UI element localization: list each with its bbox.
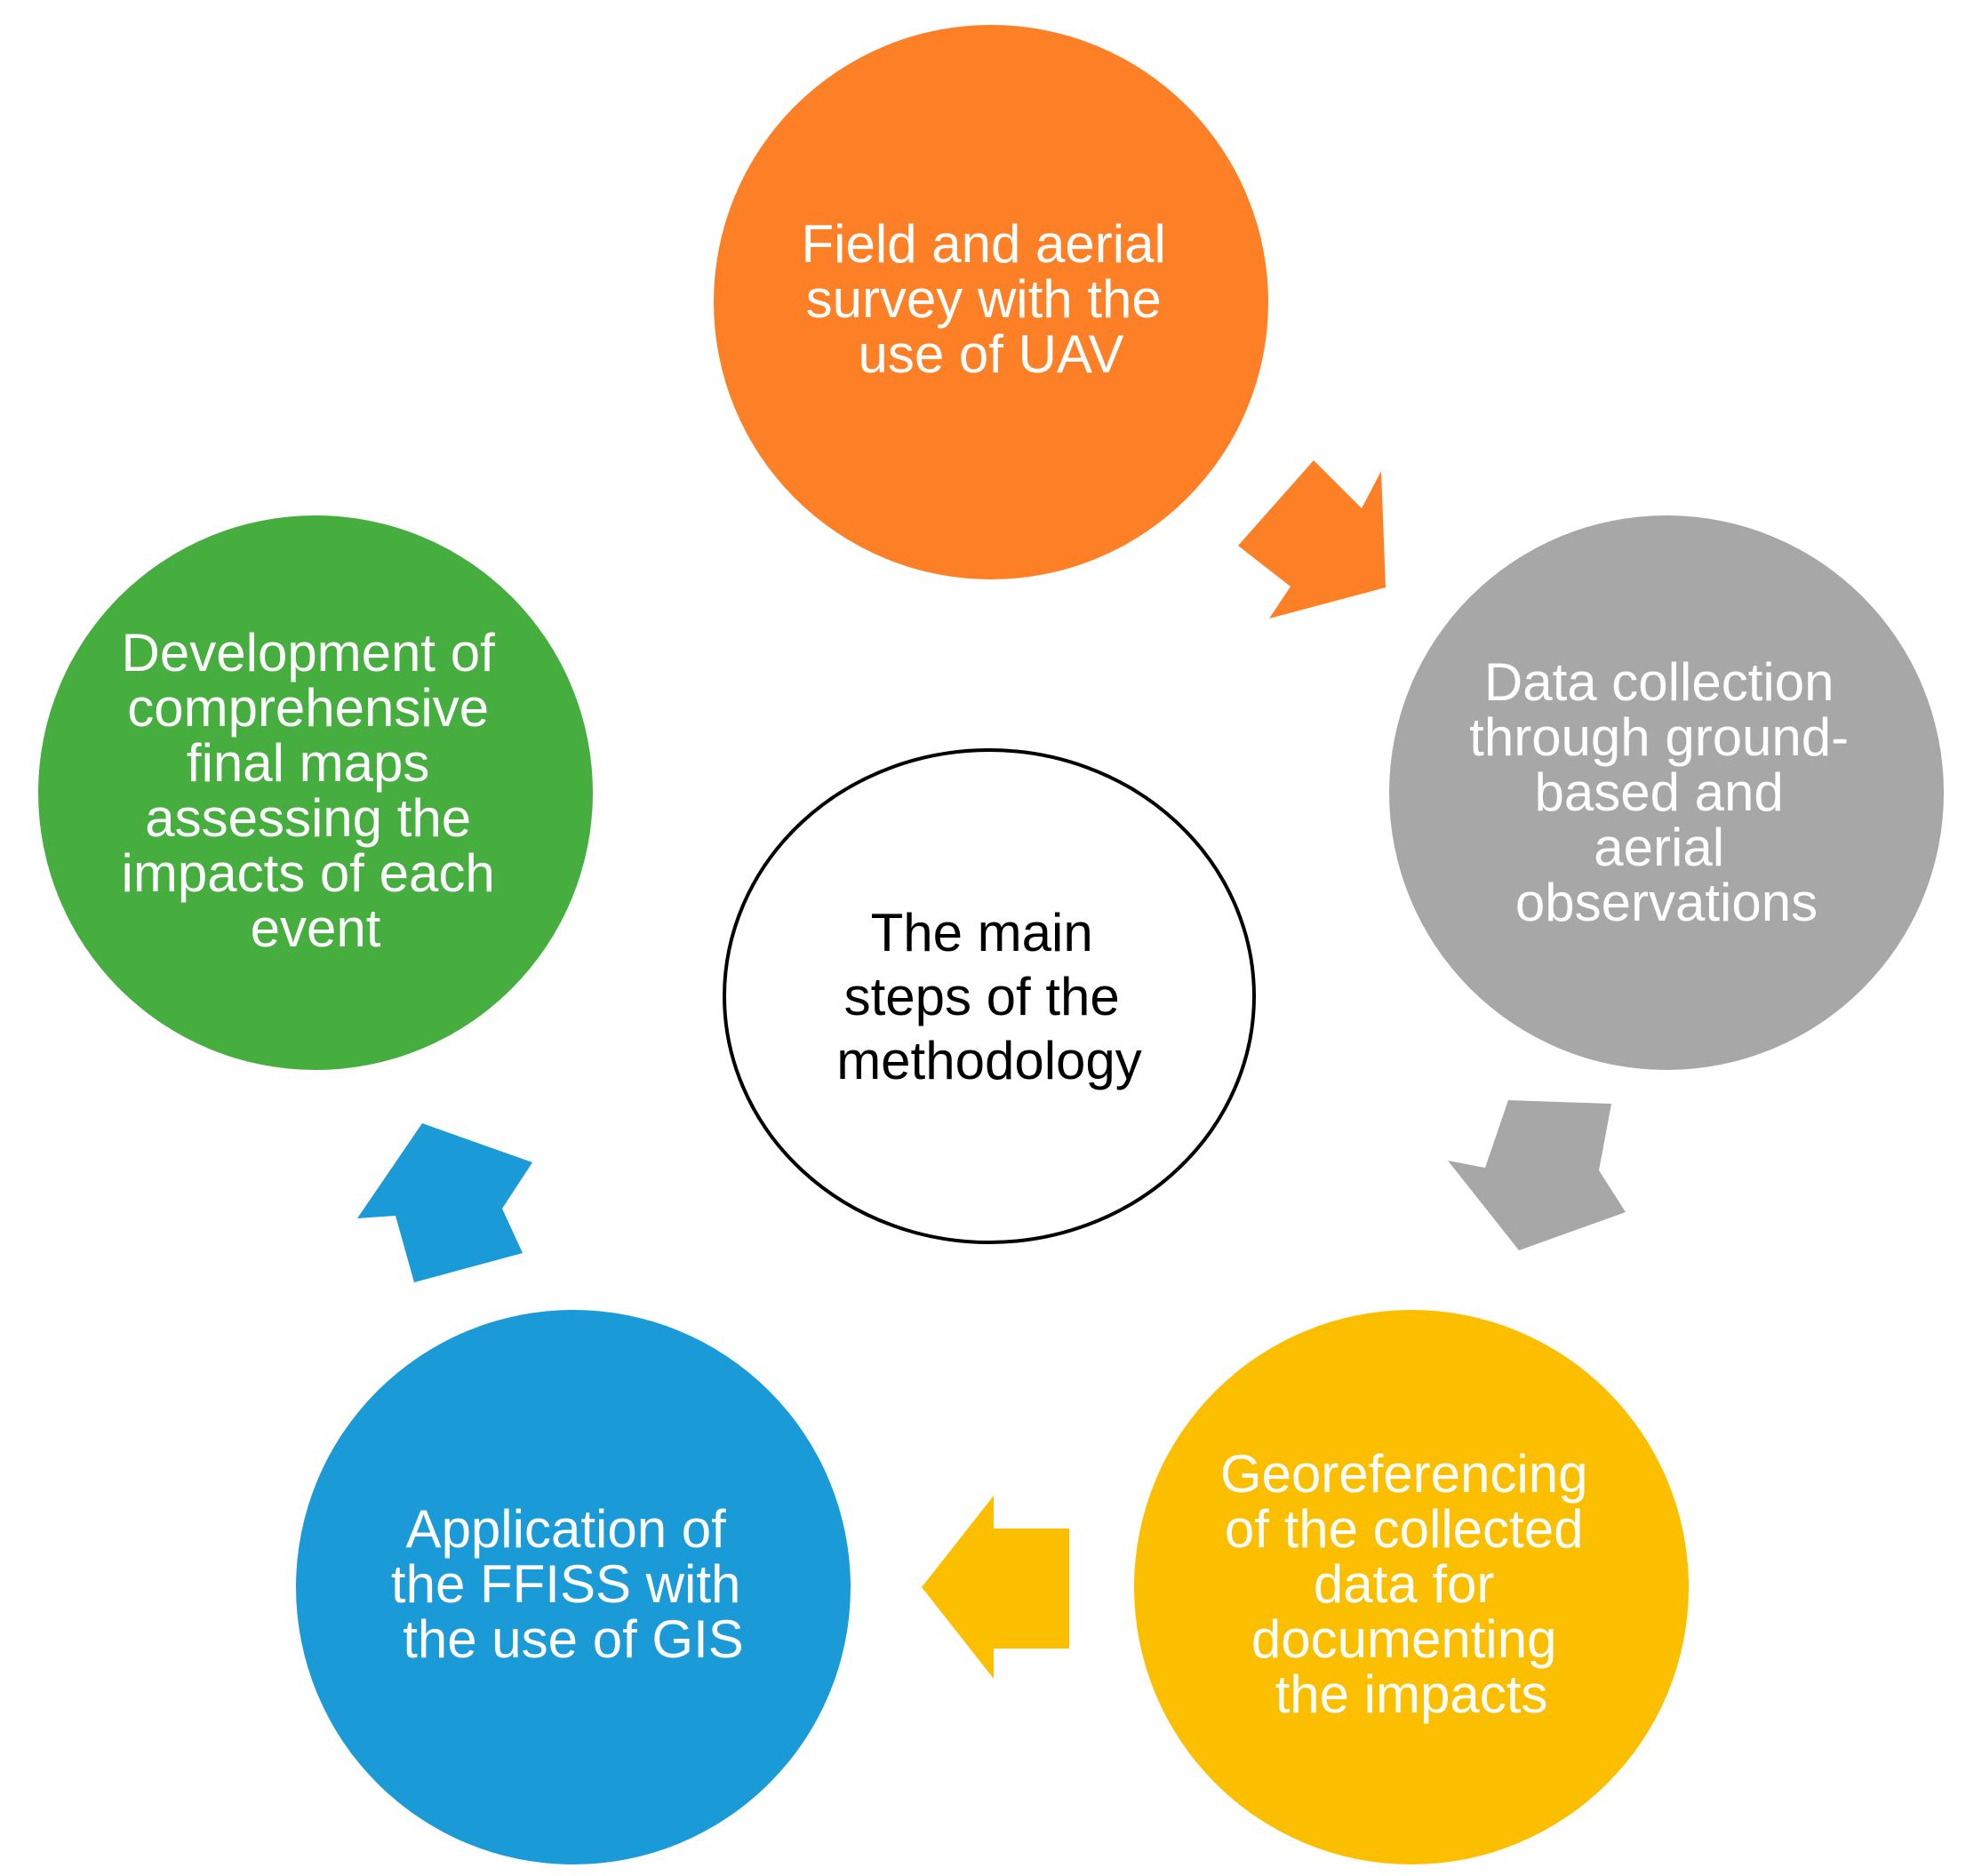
step-gray-circle: [1389, 515, 1944, 1070]
step-yellow: Georeferencing of the collected data for…: [1134, 1310, 1689, 1864]
arrow-yellow-to-blue: [922, 1496, 1069, 1679]
center-circle: [723, 748, 1256, 1244]
center-node: The main steps of the methodology: [723, 748, 1256, 1244]
arrow-gray-to-yellow: [1448, 1100, 1626, 1250]
step-green-label: Development of comprehensive final maps …: [122, 623, 510, 958]
step-blue-label: Application of the FFISS with the use of…: [391, 1499, 755, 1669]
step-green-circle: [38, 515, 593, 1070]
step-gray-label: Data collection through ground- based an…: [1469, 652, 1864, 932]
arrow-blue-to-green: [357, 1123, 532, 1282]
step-yellow-label: Georeferencing of the collected data for…: [1220, 1444, 1602, 1724]
arrow-orange-to-gray: [1238, 460, 1386, 619]
step-orange-label: Field and aerial survey with the use of …: [802, 214, 1181, 384]
step-blue: Application of the FFISS with the use of…: [296, 1310, 851, 1864]
center-label: The main steps of the methodology: [836, 903, 1142, 1090]
step-green: Development of comprehensive final maps …: [38, 515, 593, 1070]
step-orange-circle: [714, 25, 1268, 579]
step-yellow-circle: [1134, 1310, 1689, 1864]
step-gray: Data collection through ground- based an…: [1389, 515, 1944, 1070]
step-orange: Field and aerial survey with the use of …: [714, 25, 1268, 579]
step-blue-circle: [296, 1310, 851, 1864]
